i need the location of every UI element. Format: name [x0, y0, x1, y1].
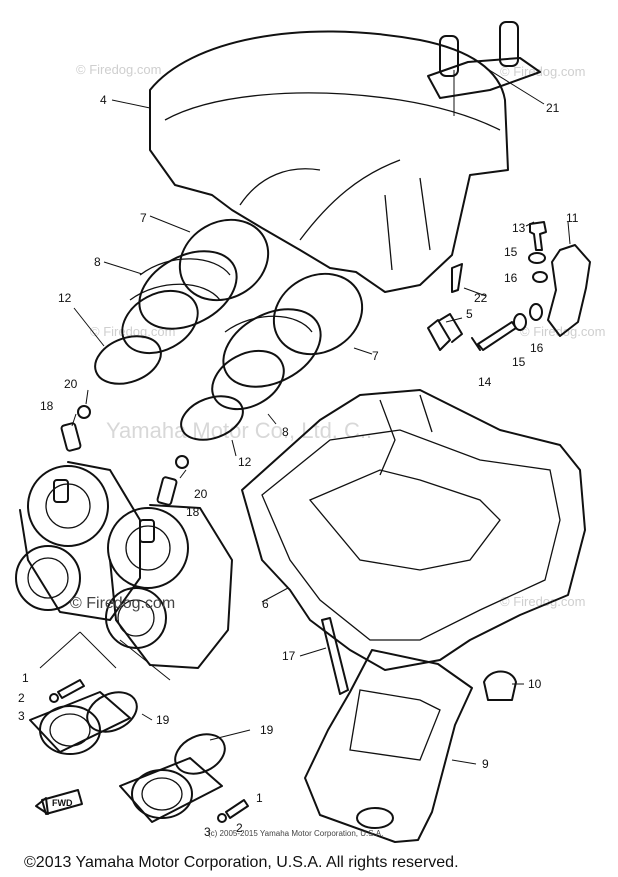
callout-15-bottom: 15 — [512, 355, 526, 369]
part-7-gasket-right — [272, 272, 364, 356]
part-1-screw-left — [57, 679, 85, 699]
callout-19-left: 19 — [156, 713, 170, 727]
callout-17: 17 — [282, 649, 296, 663]
callout-20-right: 20 — [194, 487, 208, 501]
callout-3-right: 3 — [204, 825, 211, 839]
part-3-carb-joint-left — [29, 691, 131, 755]
callout-7-bottom: 7 — [372, 349, 379, 363]
callout-5: 5 — [466, 307, 473, 321]
part-8-joint-left — [121, 250, 238, 355]
part-1-screw-right — [225, 799, 249, 819]
copyright-footer: ©2013 Yamaha Motor Corporation, U.S.A. A… — [24, 854, 459, 871]
part-16-nut-bottom — [529, 303, 543, 321]
watermark-carburetor: © Firedog.com — [70, 595, 175, 612]
callout-4: 4 — [100, 93, 107, 107]
part-14-bolt — [471, 321, 517, 351]
part-15-washer-bottom — [513, 313, 527, 331]
part-20-nipple-left — [77, 405, 91, 419]
callout-12-top: 12 — [58, 291, 72, 305]
callout-18-right: 18 — [186, 505, 200, 519]
part-5-clip — [427, 313, 463, 351]
part-21-hose-connector — [427, 21, 541, 99]
callout-3-left: 3 — [18, 709, 25, 723]
part-12-clamp-left — [94, 335, 162, 385]
fwd-label: FWD — [52, 798, 73, 808]
watermark-mid-left: © Firedog.com — [90, 324, 175, 339]
part-9-bracket-plate — [304, 649, 473, 843]
callout-1-right: 1 — [256, 791, 263, 805]
callout-1-left: 1 — [22, 671, 29, 685]
callout-8-right: 8 — [282, 425, 289, 439]
watermark-mid-right: © Firedog.com — [520, 324, 605, 339]
callout-18-left: 18 — [40, 399, 54, 413]
watermark-top-right: © Firedog.com — [500, 64, 585, 79]
part-13-bolt — [529, 221, 547, 251]
carburetor-left — [15, 461, 141, 621]
callout-21: 21 — [546, 101, 560, 115]
carburetor-right — [105, 504, 233, 669]
watermark-lower-right: © Firedog.com — [500, 594, 585, 609]
callout-19-right: 19 — [260, 723, 274, 737]
part-20-nipple-right — [175, 455, 189, 469]
callout-2-left: 2 — [18, 691, 25, 705]
watermark-top-left: © Firedog.com — [76, 62, 161, 77]
callout-13: 13 — [512, 221, 526, 235]
callout-16-top: 16 — [504, 271, 518, 285]
part-4-air-box-cover — [149, 30, 509, 293]
callout-15-top: 15 — [504, 245, 518, 259]
part-18-cap-left — [60, 422, 82, 452]
part-18-cap-right — [156, 476, 178, 506]
callout-16-bottom: 16 — [530, 341, 544, 355]
part-7-gasket-left — [178, 218, 270, 302]
part-3-carb-joint-right — [119, 757, 223, 823]
small-copyright: (c) 2005-2015 Yamaha Motor Corporation, … — [208, 829, 383, 838]
callout-8-left: 8 — [94, 255, 101, 269]
callout-6: 6 — [262, 597, 269, 611]
part-8-joint-right — [211, 308, 322, 411]
part-19-clamp-left — [86, 691, 138, 733]
part-22-stud — [451, 263, 463, 293]
part-10-plug — [483, 670, 517, 701]
part-12-clamp-right — [180, 395, 244, 441]
part-17-drain-hose — [321, 617, 349, 695]
callout-11: 11 — [566, 211, 579, 225]
part-2-washer-right — [217, 813, 227, 823]
part-2-washer-left — [49, 693, 59, 703]
callout-22: 22 — [474, 291, 488, 305]
callout-20-left: 20 — [64, 377, 78, 391]
part-16-nut-top — [532, 271, 548, 283]
part-15-washer-top — [528, 252, 546, 264]
callout-10: 10 — [528, 677, 542, 691]
part-11-bracket — [547, 244, 591, 337]
callout-9: 9 — [482, 757, 489, 771]
callout-7-top: 7 — [140, 211, 147, 225]
callout-12-bottom: 12 — [238, 455, 252, 469]
part-19-clamp-right — [174, 733, 226, 775]
callout-14: 14 — [478, 375, 492, 389]
fwd-arrow-icon: FWD — [35, 789, 83, 815]
part-6-air-box — [241, 389, 586, 671]
callout-2-right: 2 — [236, 821, 243, 835]
